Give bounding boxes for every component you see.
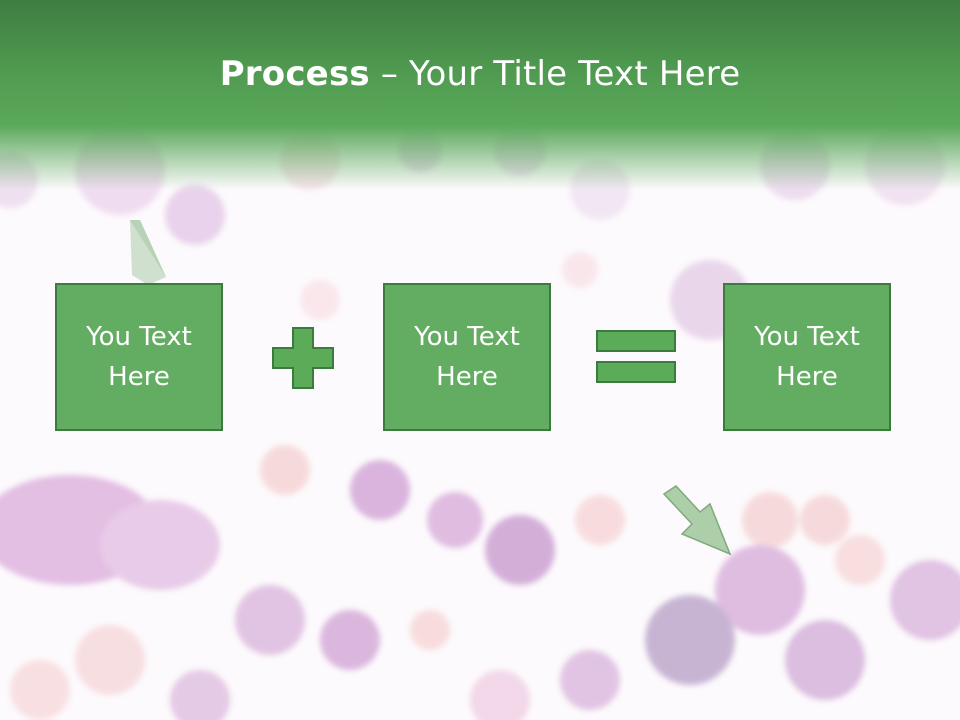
process-box-1[interactable]: You Text Here bbox=[55, 283, 223, 431]
pointer-arrow-bottom bbox=[662, 485, 732, 556]
title-bold: Process bbox=[219, 54, 370, 94]
slide-title[interactable]: Process – Your Title Text Here bbox=[0, 52, 960, 96]
equals-icon bbox=[596, 330, 676, 383]
title-rest: – Your Title Text Here bbox=[369, 54, 741, 94]
process-box-2-text: You Text Here bbox=[414, 322, 520, 392]
plus-icon bbox=[272, 327, 334, 389]
process-box-2[interactable]: You Text Here bbox=[383, 283, 551, 431]
process-box-1-text: You Text Here bbox=[86, 322, 192, 392]
pointer-arrow-top-left bbox=[130, 220, 166, 285]
process-box-3-text: You Text Here bbox=[754, 322, 860, 392]
process-box-3[interactable]: You Text Here bbox=[723, 283, 891, 431]
title-band bbox=[0, 0, 960, 190]
